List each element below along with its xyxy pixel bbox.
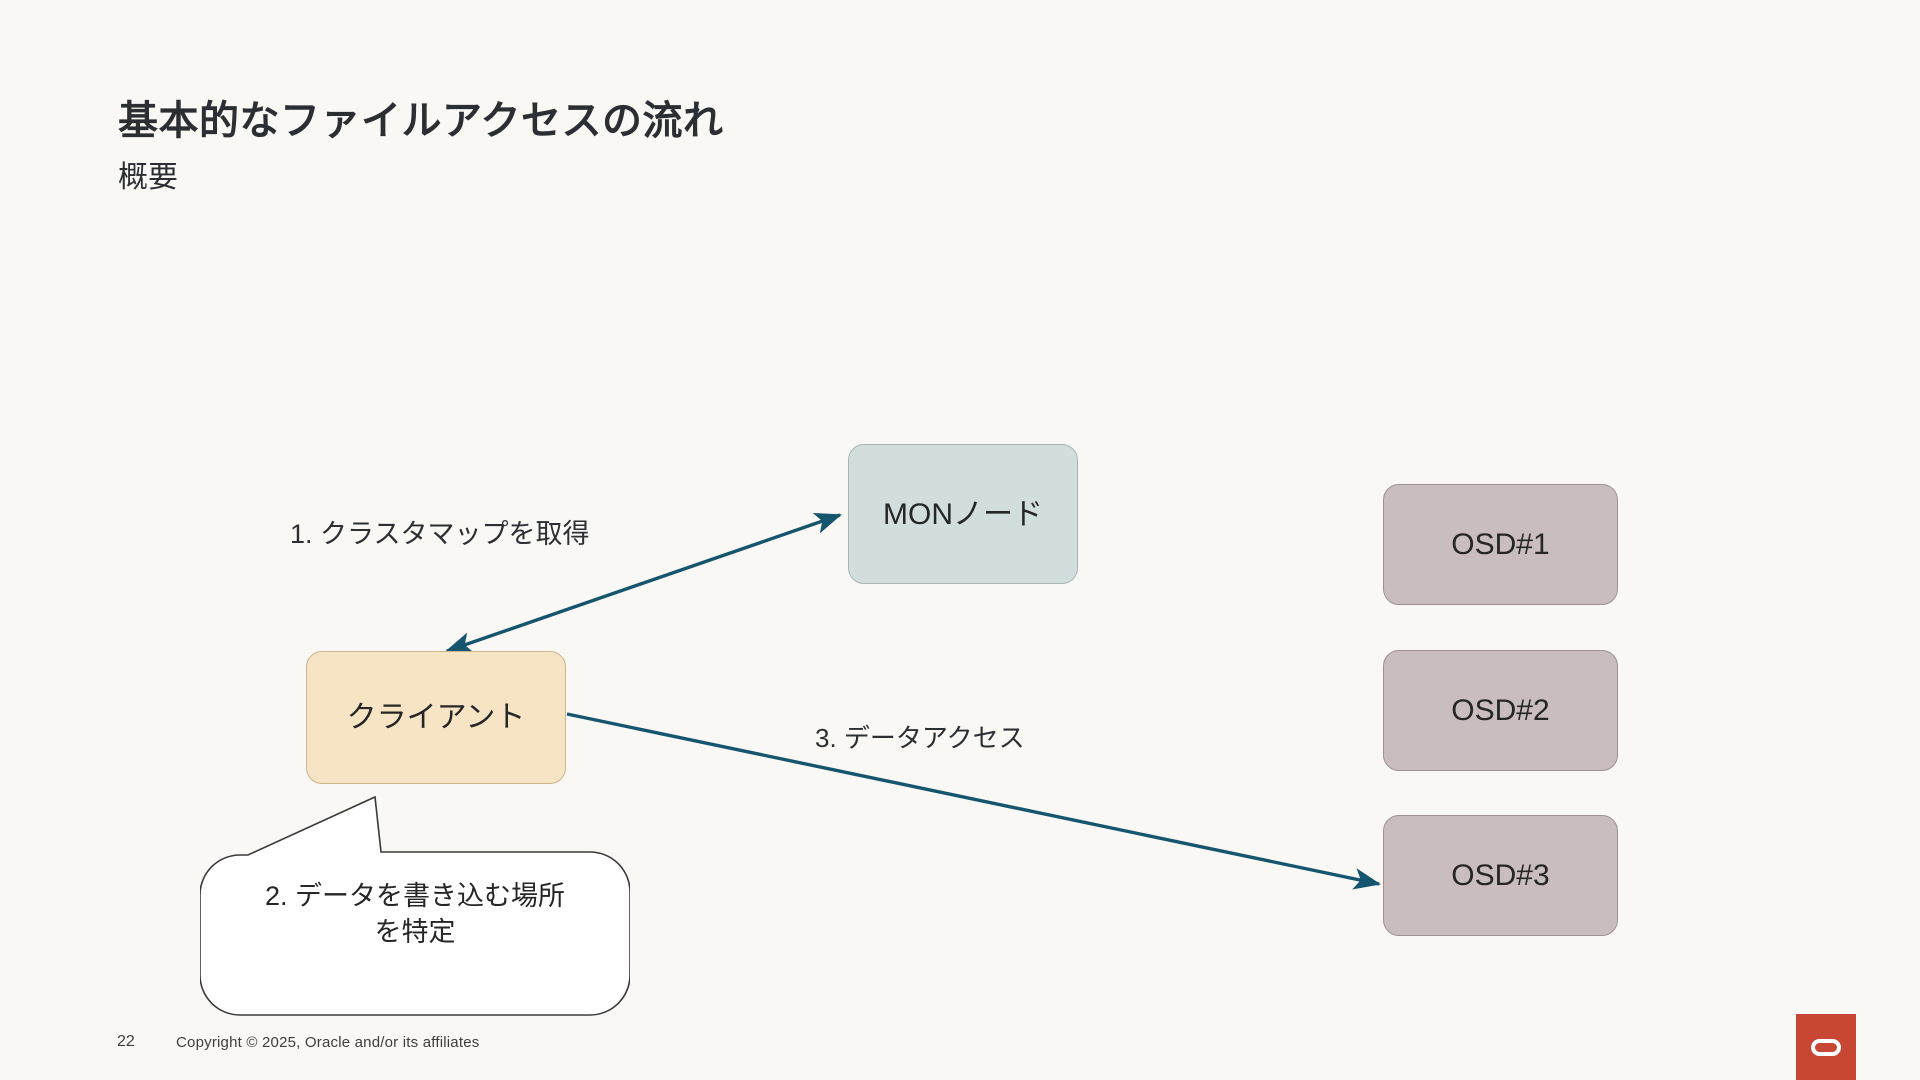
- oracle-logo: [1796, 1014, 1856, 1080]
- connector-label-step1: 1. クラスタマップを取得: [290, 519, 590, 549]
- page-title: 基本的なファイルアクセスの流れ: [118, 99, 724, 143]
- node-mon[interactable]: MONノード: [848, 444, 1078, 584]
- callout-line-2: を特定: [374, 917, 456, 948]
- oracle-o-icon: [1811, 1038, 1841, 1056]
- callout-bubble[interactable]: 2. データを書き込む場所 を特定: [199, 790, 631, 1035]
- page-subtitle: 概要: [118, 161, 178, 194]
- node-osd3[interactable]: OSD#3: [1383, 815, 1618, 936]
- node-osd2[interactable]: OSD#2: [1383, 650, 1618, 771]
- node-osd1[interactable]: OSD#1: [1383, 484, 1618, 605]
- callout-text: 2. データを書き込む場所 を特定: [200, 878, 630, 951]
- connector-label-step3: 3. データアクセス: [815, 723, 1025, 753]
- footer-page-number: 22: [117, 1033, 135, 1050]
- node-client[interactable]: クライアント: [306, 651, 566, 784]
- footer-copyright: Copyright © 2025, Oracle and/or its affi…: [176, 1034, 480, 1051]
- callout-line-1: 2. データを書き込む場所: [264, 881, 566, 911]
